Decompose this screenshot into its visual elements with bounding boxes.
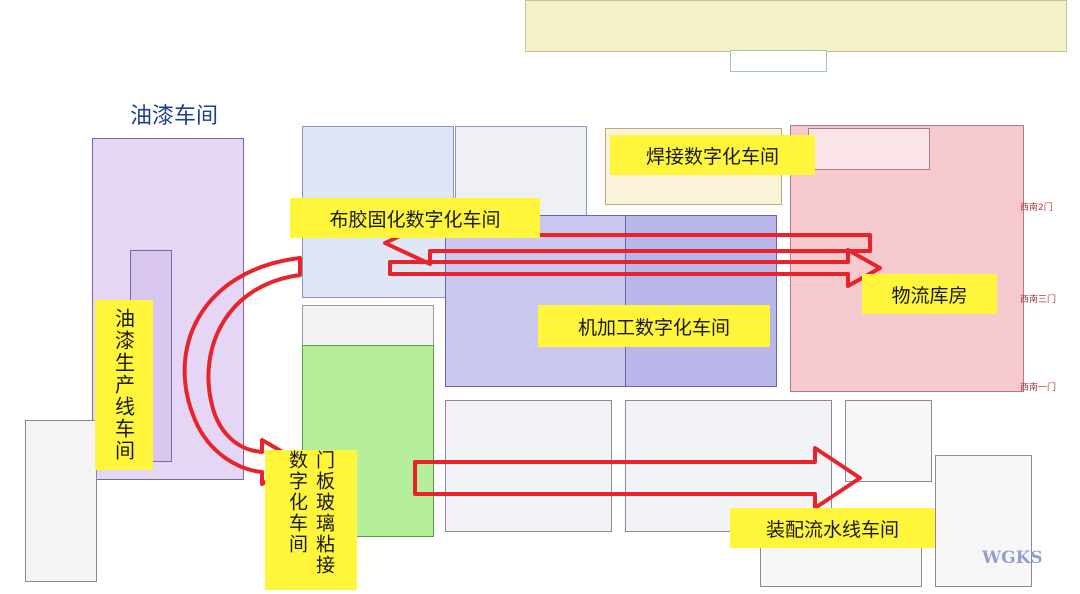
top-plan-entrance <box>730 50 827 72</box>
arrow-door-to-assembly <box>413 446 862 510</box>
watermark-logo: WGKS <box>982 548 1043 568</box>
label-logistics-warehouse: 物流库房 <box>862 274 997 314</box>
arrow-curve-glue-to-door <box>182 256 302 486</box>
assembly-zone-3 <box>845 400 932 482</box>
gate-label-south-1: 西南一门 <box>1020 383 1057 393</box>
label-glue-workshop: 布胶固化数字化车间 <box>290 198 540 238</box>
label-door-glass-workshop: 门板玻璃粘接数字化车间 <box>265 450 357 590</box>
label-machining-workshop: 机加工数字化车间 <box>538 305 770 347</box>
arrow-logistics-to-machining <box>388 248 882 288</box>
label-welding-workshop: 焊接数字化车间 <box>610 135 815 175</box>
label-paint-line-workshop: 油漆生产线车间 <box>95 300 153 470</box>
paint-workshop-annex <box>25 420 97 582</box>
paint-workshop-title: 油漆车间 <box>130 104 219 129</box>
assembly-zone-1 <box>445 400 612 532</box>
top-plan-strip <box>525 0 1067 52</box>
left-mid-zone <box>302 305 434 347</box>
machining-inner-zone <box>625 215 777 387</box>
label-assembly-workshop: 装配流水线车间 <box>730 508 935 548</box>
bottom-right-zone <box>935 455 1032 587</box>
gate-label-south-3: 西南三门 <box>1020 295 1057 305</box>
gate-label-west-2: 西南2门 <box>1020 203 1053 213</box>
